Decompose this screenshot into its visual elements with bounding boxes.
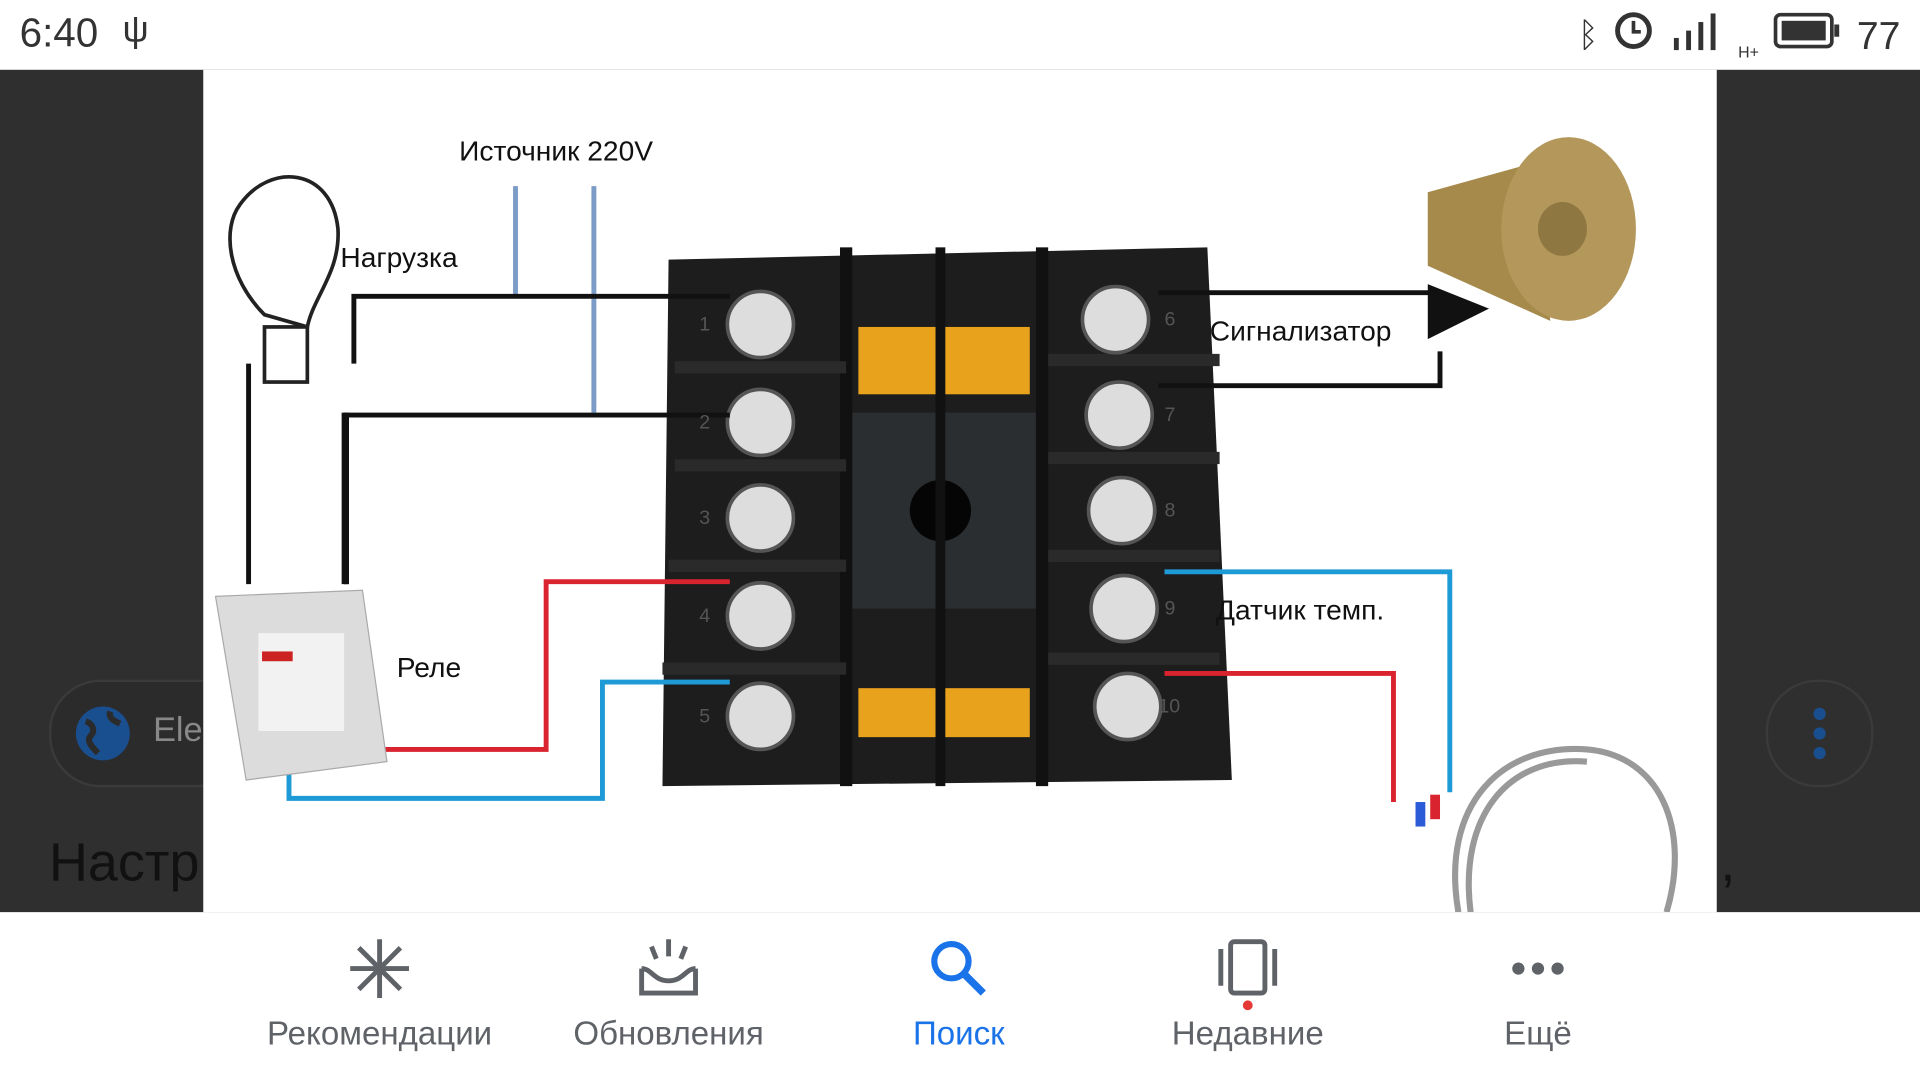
terminal-9: 9 xyxy=(1164,598,1176,620)
black-wires xyxy=(246,290,1443,585)
nav-recommendations[interactable]: Рекомендации xyxy=(233,937,527,1053)
globe-icon xyxy=(75,706,130,761)
more-options-button[interactable] xyxy=(1765,679,1874,788)
nav-label: Поиск xyxy=(912,1015,1005,1052)
more-vert-icon xyxy=(1813,707,1826,760)
signal-icon xyxy=(1670,11,1724,60)
nav-search[interactable]: Поиск xyxy=(812,937,1106,1053)
alarm-label: Сигнализатор xyxy=(1209,314,1392,347)
terminal-5: 5 xyxy=(699,706,711,728)
thermocouple-sensor xyxy=(1415,745,1678,913)
bluetooth-icon: ᛒ xyxy=(1577,15,1599,54)
wiring-diagram-image[interactable]: Источник 220V Нагрузка Сигнализатор Реле… xyxy=(203,69,1717,913)
status-bar: 6:40 ψ ᛒ H+ 77 xyxy=(0,0,1920,70)
result-title-end: , xyxy=(1720,832,1736,893)
source-label: Источник 220V xyxy=(459,134,654,167)
wiring-diagram xyxy=(214,137,1678,913)
terminal-4: 4 xyxy=(699,606,711,627)
source-chip-label: Ele xyxy=(153,710,203,749)
nav-recent[interactable]: Недавние xyxy=(1101,937,1395,1053)
relay-module xyxy=(214,589,388,781)
alarm-horn-icon xyxy=(1427,137,1636,340)
sensor-label: Датчик темп. xyxy=(1215,593,1385,626)
battery-level: 77 xyxy=(1856,12,1901,57)
nav-updates[interactable]: Обновления xyxy=(522,937,816,1053)
red-wire-relay xyxy=(374,579,730,752)
relay-label: Реле xyxy=(396,651,462,684)
red-wire-sensor xyxy=(1164,671,1396,803)
nav-label: Ещё xyxy=(1504,1015,1572,1052)
status-time: 6:40 xyxy=(19,9,99,56)
load-label: Нагрузка xyxy=(340,241,458,274)
search-icon xyxy=(931,941,986,996)
terminal-3: 3 xyxy=(699,508,711,529)
updates-tray-icon xyxy=(639,939,698,996)
terminal-screws-left xyxy=(725,289,796,752)
blue-wire-sensor xyxy=(1164,569,1453,793)
nav-label: Недавние xyxy=(1171,1015,1324,1052)
terminal-1: 1 xyxy=(699,314,711,336)
terminal-screws-right xyxy=(1080,284,1163,742)
battery-icon xyxy=(1774,12,1843,59)
usb-icon: ψ xyxy=(122,9,149,51)
blue-wire-relay xyxy=(286,679,730,801)
power-source-wires xyxy=(513,186,597,413)
recent-icon xyxy=(1218,939,1278,1011)
bulb-icon xyxy=(228,175,340,384)
result-title: Настр xyxy=(48,832,200,893)
nav-label: Рекомендации xyxy=(267,1015,493,1052)
terminal-6: 6 xyxy=(1164,309,1176,331)
controller-socket xyxy=(662,247,1232,787)
terminal-8: 8 xyxy=(1164,500,1176,522)
terminal-2: 2 xyxy=(699,412,711,434)
more-icon xyxy=(1512,962,1564,975)
asterisk-icon xyxy=(350,939,409,998)
terminal-10: 10 xyxy=(1158,696,1181,718)
bottom-navigation: Рекомендации Обновления Поиск Недавние Е… xyxy=(0,912,1920,1078)
alarm-icon xyxy=(1613,10,1655,61)
nav-more[interactable]: Ещё xyxy=(1391,937,1685,1053)
nav-label: Обновления xyxy=(573,1015,764,1052)
network-type: H+ xyxy=(1738,42,1759,62)
terminal-7: 7 xyxy=(1164,405,1176,427)
